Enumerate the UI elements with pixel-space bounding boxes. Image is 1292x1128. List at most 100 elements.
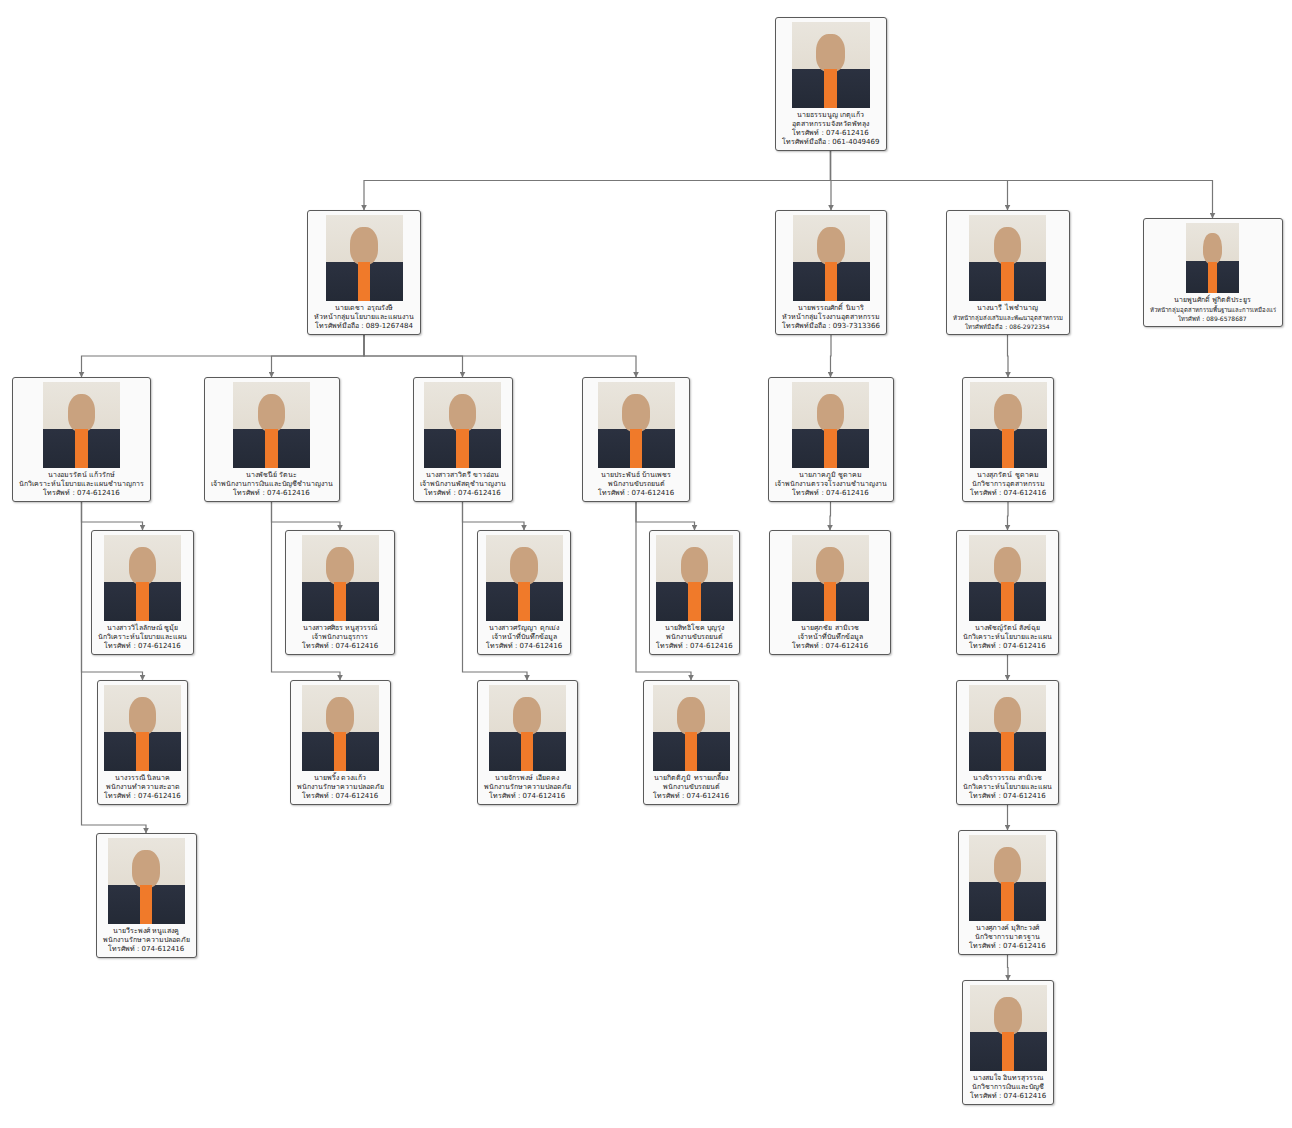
portrait-photo <box>1186 223 1239 293</box>
person-name: นายสิทธิโชค บุญรุ่ง <box>654 624 735 633</box>
phone-number: โทรศัพท์ : 074-612416 <box>780 129 882 138</box>
person-name: นายพรรณศักดิ์ นิมาริ <box>780 304 882 313</box>
phone-number: โทรศัพท์ : 074-612416 <box>961 792 1054 801</box>
org-connector <box>636 502 695 530</box>
phone-number: โทรศัพท์มือถือ : 086-2972354 <box>951 322 1065 331</box>
staff-card: นายจักรพงษ์ เอียดคงพนักงานรักษาความปลอดภ… <box>477 680 578 805</box>
person-name: นางสาววิไลลักษณ์ ชูมุ้ย <box>96 624 189 633</box>
staff-card: นายพูนศักดิ์ ฟูกิตติประยูรหัวหน้ากลุ่มอุ… <box>1143 218 1283 327</box>
position-title: นักวิชาการมาตรฐาน <box>963 933 1052 942</box>
staff-card: นายศุภชัย สามิเวชเจ้าหน้าที่บันทึกข้อมูล… <box>769 530 891 655</box>
portrait-shirt <box>1002 1032 1014 1071</box>
portrait-face <box>449 394 477 432</box>
staff-card: นายกิตติภูมิ ทรายเกลี้ยงพนักงานขับรถยนต์… <box>643 680 739 805</box>
portrait-shirt <box>334 732 346 771</box>
phone-number: โทรศัพท์ : 074-612416 <box>290 642 390 651</box>
person-name: นายประพันธ์ บ้านเพชร <box>587 471 685 480</box>
staff-card: นายวีระพงศ์ หนูแสงคูพนักงานรักษาความปลอด… <box>96 833 197 958</box>
org-connector <box>1007 655 1008 680</box>
position-title: หัวหน้ากลุ่มโรงงานอุตสาหกรรม <box>780 313 882 322</box>
org-connector <box>272 335 365 377</box>
org-connector <box>463 502 525 530</box>
portrait-shirt <box>688 582 700 621</box>
portrait-photo <box>970 382 1047 468</box>
position-title: หัวหน้ากลุ่มอุตสาหกรรมพื้นฐานและการเหมือ… <box>1148 305 1278 314</box>
staff-card: นางวรรณี นิลนาคพนักงานทำความสะอาดโทรศัพท… <box>97 680 188 805</box>
portrait-photo <box>656 535 733 621</box>
org-connector <box>364 151 831 210</box>
position-title: นักวิเคราะห์นโยบายและแผน <box>961 633 1054 642</box>
portrait-shirt <box>1001 582 1013 621</box>
portrait-shirt <box>334 582 346 621</box>
phone-number: โทรศัพท์ : 089-6578687 <box>1148 314 1278 323</box>
staff-card: นางสาววิไลลักษณ์ ชูมุ้ยนักวิเคราะห์นโยบา… <box>91 530 194 655</box>
phone-number: โทรศัพท์ : 074-612416 <box>773 489 889 498</box>
portrait-face <box>622 394 650 432</box>
portrait-photo <box>969 685 1046 771</box>
portrait-face <box>994 394 1022 432</box>
portrait-photo <box>424 382 501 468</box>
portrait-shirt <box>630 429 642 468</box>
person-name: นายจักรพงษ์ เอียดคง <box>482 774 573 783</box>
person-name: นางอมรรัตน์ แก้วรักษ์ <box>17 471 146 480</box>
person-name: นางสาวศรัญญา ดุกเม่ง <box>482 624 566 633</box>
portrait-shirt <box>1001 732 1013 771</box>
position-title: นักวิเคราะห์นโยบายและแผนชำนาญการ <box>17 480 146 489</box>
portrait-face <box>350 227 378 265</box>
phone-number: โทรศัพท์ : 074-612416 <box>967 1092 1049 1101</box>
position-title: เจ้าพนักงานธุรการ <box>290 633 390 642</box>
person-name: นายพูนศักดิ์ ฟูกิตติประยูร <box>1148 296 1278 305</box>
portrait-photo <box>792 382 869 468</box>
portrait-face <box>817 394 845 432</box>
portrait-photo <box>233 382 310 468</box>
portrait-shirt <box>265 429 277 468</box>
staff-card: นางสุภรัตน์ ชูดาคมนักวิชาการอุตสาหกรรมโท… <box>962 377 1054 502</box>
portrait-face <box>816 547 844 585</box>
portrait-photo <box>598 382 675 468</box>
org-connector <box>272 502 341 530</box>
person-name: นายวีระพงศ์ หนูแสงคู <box>101 927 192 936</box>
portrait-face <box>817 227 845 265</box>
portrait-face <box>994 997 1022 1035</box>
person-name: นายธรรมนูญ เกตุแก้ว <box>780 111 882 120</box>
staff-card: นางสาวศรัญญา ดุกเม่งเจ้าหน้าที่บันทึกข้อ… <box>477 530 571 655</box>
phone-number: โทรศัพท์มือถือ : 089-1267484 <box>312 322 416 331</box>
portrait-face <box>326 547 354 585</box>
person-name: นางวรรณี นิลนาค <box>102 774 183 783</box>
phone-number: โทรศัพท์ : 074-612416 <box>17 489 146 498</box>
portrait-face <box>1203 233 1222 264</box>
portrait-shirt <box>1208 262 1216 294</box>
staff-card: นางจิราวรรณ สามิเวชนักวิเคราะห์นโยบายและ… <box>956 680 1059 805</box>
portrait-face <box>677 697 705 735</box>
portrait-shirt <box>824 429 836 468</box>
person-name: นายพริ้ง ดวงแก้ว <box>295 774 386 783</box>
person-name: นางพัชนีย์ รัตนะ <box>209 471 335 480</box>
portrait-photo <box>326 215 403 301</box>
phone-number: โทรศัพท์ : 074-612416 <box>482 642 566 651</box>
position-title: พนักงานขับรถยนต์ <box>654 633 735 642</box>
portrait-shirt <box>1001 262 1013 301</box>
position-title: นักวิชาการเงินและบัญชี <box>967 1083 1049 1092</box>
portrait-face <box>994 547 1022 585</box>
org-connector <box>1007 955 1009 980</box>
phone-number: โทรศัพท์ : 074-612416 <box>102 792 183 801</box>
phone-number: โทรศัพท์ : 074-612416 <box>295 792 386 801</box>
phone-number: โทรศัพท์ : 074-612416 <box>967 489 1049 498</box>
portrait-shirt <box>685 732 697 771</box>
position-title: นักวิชาการอุตสาหกรรม <box>967 480 1049 489</box>
phone-number: โทรศัพท์ : 074-612416 <box>96 642 189 651</box>
person-name: นางสมใจ อินทรสุวรรณ <box>967 1074 1049 1083</box>
staff-card: นายพริ้ง ดวงแก้วพนักงานรักษาความปลอดภัยโ… <box>290 680 391 805</box>
staff-card: นายธรรมนูญ เกตุแก้วอุตสาหกรรมจังหวัดพัทล… <box>775 17 887 151</box>
phone-number: โทรศัพท์มือถือ : 061-4049469 <box>780 138 882 147</box>
position-title: นักวิเคราะห์นโยบายและแผน <box>96 633 189 642</box>
portrait-photo <box>302 535 379 621</box>
position-title: หัวหน้ากลุ่มส่งเสริมและพัฒนาอุตสาหกรรม <box>951 313 1065 322</box>
phone-number: โทรศัพท์ : 074-612416 <box>209 489 335 498</box>
org-connector <box>830 335 832 377</box>
staff-card: นางพัชญ์รัตน์ สังข์ฉุยนักวิเคราะห์นโยบาย… <box>956 530 1059 655</box>
phone-number: โทรศัพท์ : 074-612416 <box>774 642 886 651</box>
portrait-photo <box>104 535 181 621</box>
portrait-photo <box>970 985 1047 1071</box>
